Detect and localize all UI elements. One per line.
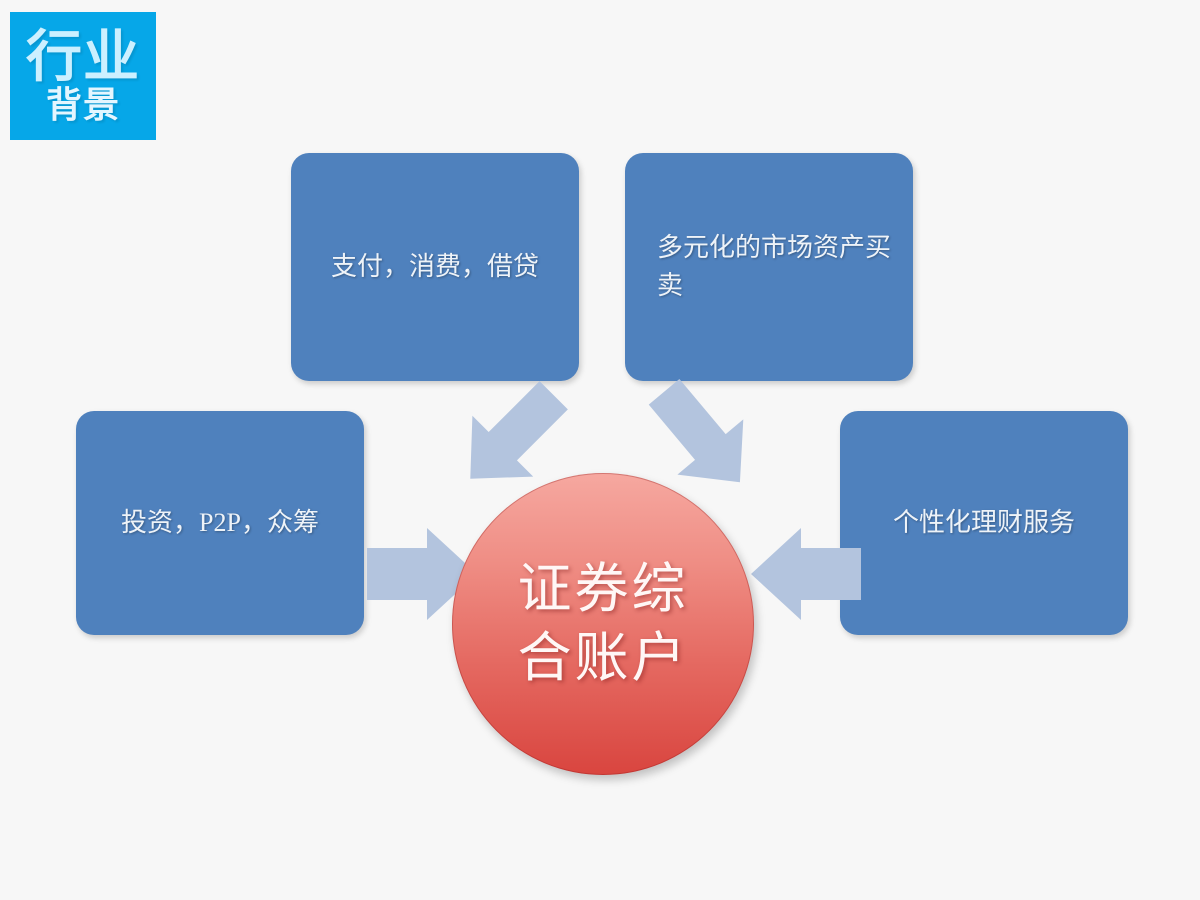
node-label-market: 多元化的市场资产买卖 [657,233,892,300]
node-box-payment[interactable]: 支付，消费，借贷 [291,153,579,381]
node-box-wealth[interactable]: 个性化理财服务 [840,411,1128,635]
section-badge-line-2: 背景 [45,84,120,125]
node-box-invest[interactable]: 投资，P2P，众筹 [76,411,364,635]
hub-label: 证券综合账户 [517,558,689,688]
node-box-market[interactable]: 多元化的市场资产买卖 [625,153,913,381]
section-badge: 行业 背景 [10,12,156,140]
node-label-invest: 投资，P2P，众筹 [121,508,319,538]
node-label-payment: 支付，消费，借贷 [330,252,539,282]
node-label-wealth: 个性化理财服务 [892,508,1075,538]
hub-circle[interactable]: 证券综合账户 [452,473,754,775]
section-badge-line-1: 行业 [26,25,140,88]
